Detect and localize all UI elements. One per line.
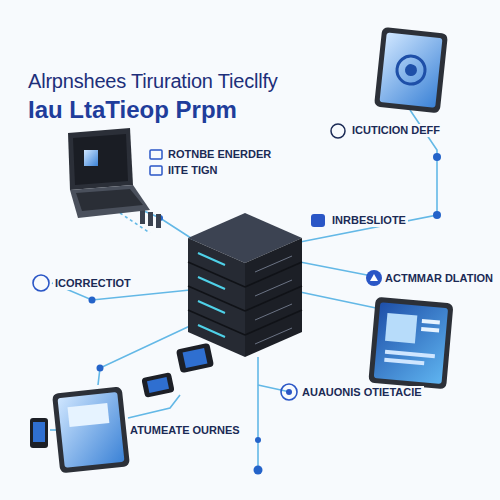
wire — [257, 357, 259, 470]
callout-label: ICUTICION DEFF — [350, 124, 442, 137]
wire — [137, 208, 194, 240]
wires — [50, 110, 437, 470]
wire — [120, 213, 150, 233]
title: Alrpnshees Tiruration Tiecllfy — [28, 70, 278, 93]
device-label: IITE TIGN — [166, 164, 220, 177]
tablet — [374, 27, 448, 113]
wire — [128, 395, 180, 418]
callout-label: ICORRECTIOT — [53, 277, 133, 290]
server-rack — [188, 213, 302, 357]
wire — [300, 262, 372, 276]
small-blocks — [140, 210, 161, 228]
tablet — [368, 297, 453, 389]
tablet — [52, 386, 130, 473]
subtitle: Iau LtaTieop Prpm — [28, 96, 237, 124]
callout-label: ATUMEATE OURNES — [128, 424, 242, 437]
callout-label: AUAUONIS OTIETACIE — [300, 386, 424, 399]
phones — [141, 343, 214, 398]
callout-label: ACTMMAR DLATION — [383, 272, 495, 285]
laptop — [68, 128, 150, 218]
device-label: ROTNBE ENERDER — [166, 148, 273, 161]
callout-label: INRBESLIOTE — [330, 214, 408, 227]
phone — [30, 418, 48, 448]
label-icons — [33, 124, 382, 400]
wire — [258, 385, 290, 392]
